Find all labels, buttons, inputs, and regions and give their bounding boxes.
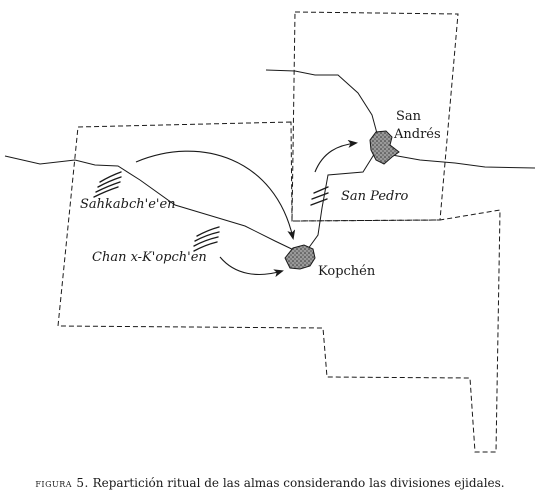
label-san-pedro: San Pedro: [341, 189, 409, 204]
arrow-to-kopchen-from-north: [135, 150, 296, 240]
road-east: [391, 154, 536, 169]
label-chan-kopchen: Chan x-K'opch'en: [92, 250, 207, 265]
arrow-to-kopchen-from-west: [219, 256, 284, 278]
wave-symbol-chan-kopchen: [193, 226, 220, 252]
roads: [4, 69, 536, 254]
label-san-andres-line2: Andrés: [393, 127, 441, 142]
ejido-boundary-kopchen: [57, 121, 501, 453]
settlement-kopchen: [284, 244, 316, 270]
settlement-san-andres: [369, 130, 400, 165]
figure-caption: figura 5. Repartición ritual de las alma…: [0, 476, 540, 490]
arrow-to-san-andres: [314, 139, 358, 173]
label-kopchen: Kopchén: [318, 264, 376, 279]
road-west: [4, 155, 299, 253]
label-san-andres-line1: San: [396, 109, 422, 124]
wave-symbol-sahkabcheen: [93, 171, 122, 198]
wave-symbol-san-pedro: [310, 186, 329, 206]
figure-caption-text: Repartición ritual de las almas consider…: [88, 476, 505, 490]
soul-arrows: [135, 139, 358, 278]
ejido-boundaries: [57, 11, 501, 453]
ejido-boundary-san-andres: [291, 11, 459, 222]
figure-caption-label: figura 5.: [35, 476, 89, 490]
road-kopchen-san-andres: [304, 147, 379, 254]
road-north: [265, 69, 379, 138]
label-sahkabcheen: Sahkabch'e'en: [80, 197, 176, 212]
